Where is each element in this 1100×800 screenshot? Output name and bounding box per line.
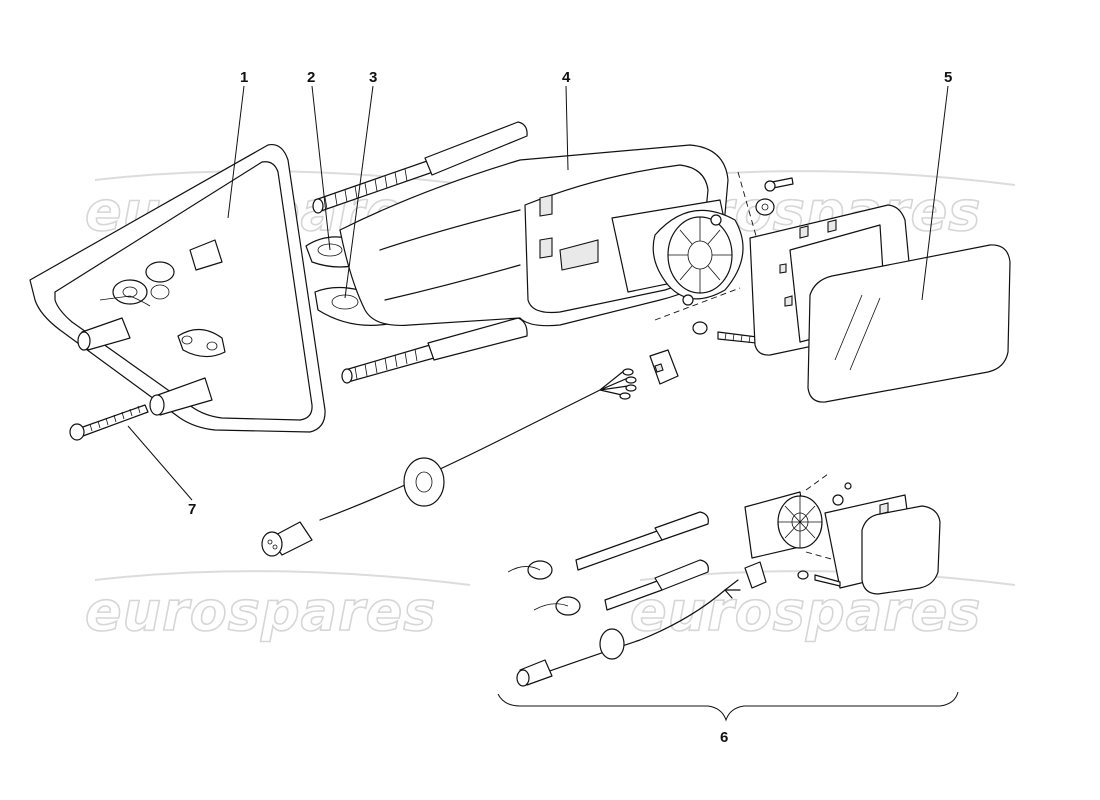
callout-5: 5: [944, 69, 952, 86]
wiring-harness: [261, 349, 679, 557]
callout-4: 4: [562, 69, 571, 86]
callout-2: 2: [307, 69, 315, 86]
part-6-kit-assembly: [507, 473, 941, 687]
part-5-mirror-glass: [807, 244, 1011, 403]
callout-1: 1: [240, 69, 248, 86]
callout-labels: 1 2 3 4 5 6 7: [188, 69, 952, 746]
watermark-bottom-left: eurospares: [85, 580, 436, 643]
leader-line-5: [921, 85, 949, 301]
leader-line-4: [565, 85, 569, 171]
callout-3: 3: [369, 69, 377, 86]
kit-bracket: [497, 691, 959, 722]
leader-line-3: [344, 85, 374, 299]
leader-line-2: [311, 85, 331, 251]
watermark-bottom-right: eurospares: [630, 580, 981, 643]
leader-line-7: [127, 425, 193, 501]
watermark-swoosh: [94, 570, 471, 586]
mirror-motor: [611, 171, 794, 349]
threaded-studs: [312, 121, 528, 384]
callout-7: 7: [188, 501, 196, 518]
callout-6: 6: [720, 729, 728, 746]
part-7-screw: [69, 404, 149, 441]
part-1-base-plate: [29, 143, 326, 433]
leader-line-1: [227, 85, 245, 219]
leader-lines: [127, 85, 949, 501]
